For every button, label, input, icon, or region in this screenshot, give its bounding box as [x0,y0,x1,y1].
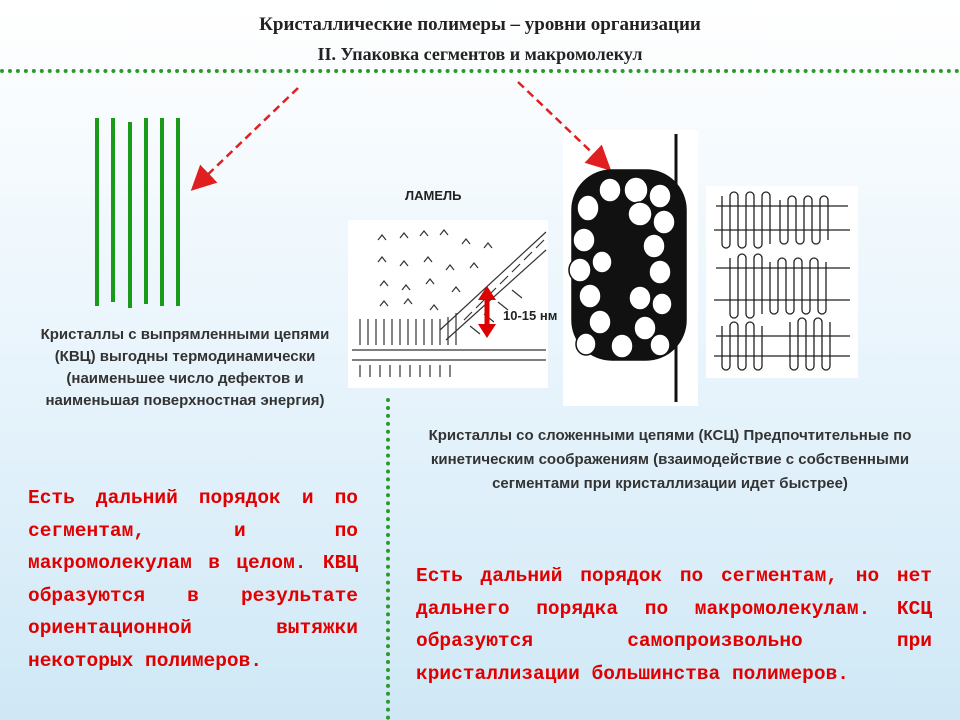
horizontal-divider [0,69,960,73]
thickness-double-arrow-icon [478,286,496,338]
folded-chains-lattice-icon [714,191,850,371]
folded-chain-balls-icon [568,134,687,402]
vertical-divider [386,398,390,720]
folded-lattice-image-frame [706,186,858,378]
extended-chain-statement: Есть дальний порядок и по сегментам, и п… [28,487,358,672]
folded-chain-caption: Кристаллы со сложенными цепями (КСЦ) Пре… [428,427,912,492]
left-dashed-arrow [190,87,299,191]
right-dashed-arrow [517,81,612,171]
thickness-label: 10-15 нм [503,308,558,323]
folded-chain-statement: Есть дальний порядок по сегментам, но не… [416,565,932,685]
lamella-sketch-icon [352,229,547,377]
lamella-label: ЛАМЕЛЬ [405,188,462,203]
page-title: Кристаллические полимеры – уровни органи… [259,14,701,35]
extended-chains-icon [95,118,180,308]
extended-chain-caption: Кристаллы с выпрямленными цепями (КВЦ) в… [40,326,330,409]
page-subtitle: II. Упаковка сегментов и макромолекул [317,44,643,64]
